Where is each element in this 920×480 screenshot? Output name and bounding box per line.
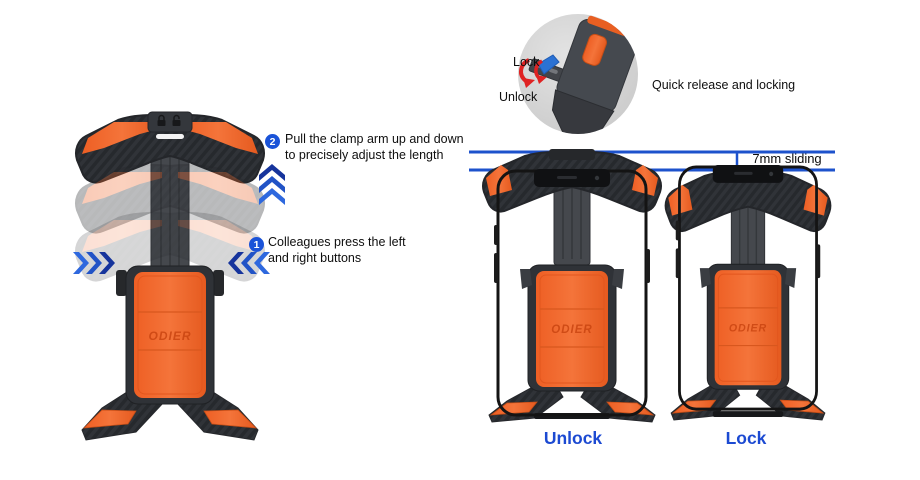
step2-line2: to precisely adjust the length [285, 148, 444, 162]
inset-lock-label: Lock [513, 55, 540, 69]
adjust-up-chevrons-icon [259, 164, 285, 205]
unlock-caption: Unlock [543, 428, 603, 448]
unlock-holder-illustration: ODIER [482, 149, 662, 423]
quick-release-inset [518, 14, 638, 134]
step2-line1: Pull the clamp arm up and down [285, 132, 464, 146]
lock-indicator-tab [147, 111, 193, 139]
sliding-gap-label: 7mm sliding [752, 151, 822, 166]
clamp-wings [75, 114, 265, 184]
left-holder-illustration: ODIER [75, 111, 265, 441]
unlock-icon [173, 114, 180, 120]
step1-line2: and right buttons [268, 251, 362, 265]
brand-logo: ODIER [551, 324, 592, 336]
rotate-arrows-icon [519, 58, 547, 88]
press-in-chevrons-right-icon [228, 252, 270, 274]
lock-holder-illustration: ODIER [664, 163, 832, 421]
silicone-pad [134, 272, 206, 398]
press-in-chevrons-left-icon [73, 252, 115, 274]
lock-caption: Lock [725, 428, 767, 448]
step2-note: Pull the clamp arm up and down to precis… [285, 131, 464, 163]
inset-unlock-label: Unlock [499, 90, 538, 104]
brand-logo: ODIER [729, 322, 767, 334]
lock-icon [158, 114, 165, 120]
brand-logo: ODIER [148, 329, 191, 343]
step1-badge: 1 [249, 237, 264, 252]
step1-note: Colleagues press the left and right butt… [268, 234, 406, 266]
step2-badge: 2 [265, 134, 280, 149]
orange-release-button [582, 33, 608, 66]
blue-lock-lever [537, 54, 560, 75]
left-release-button [116, 270, 127, 296]
step1-line1: Colleagues press the left [268, 235, 406, 249]
right-release-button [213, 270, 224, 296]
inset-caption: Quick release and locking [652, 78, 796, 92]
